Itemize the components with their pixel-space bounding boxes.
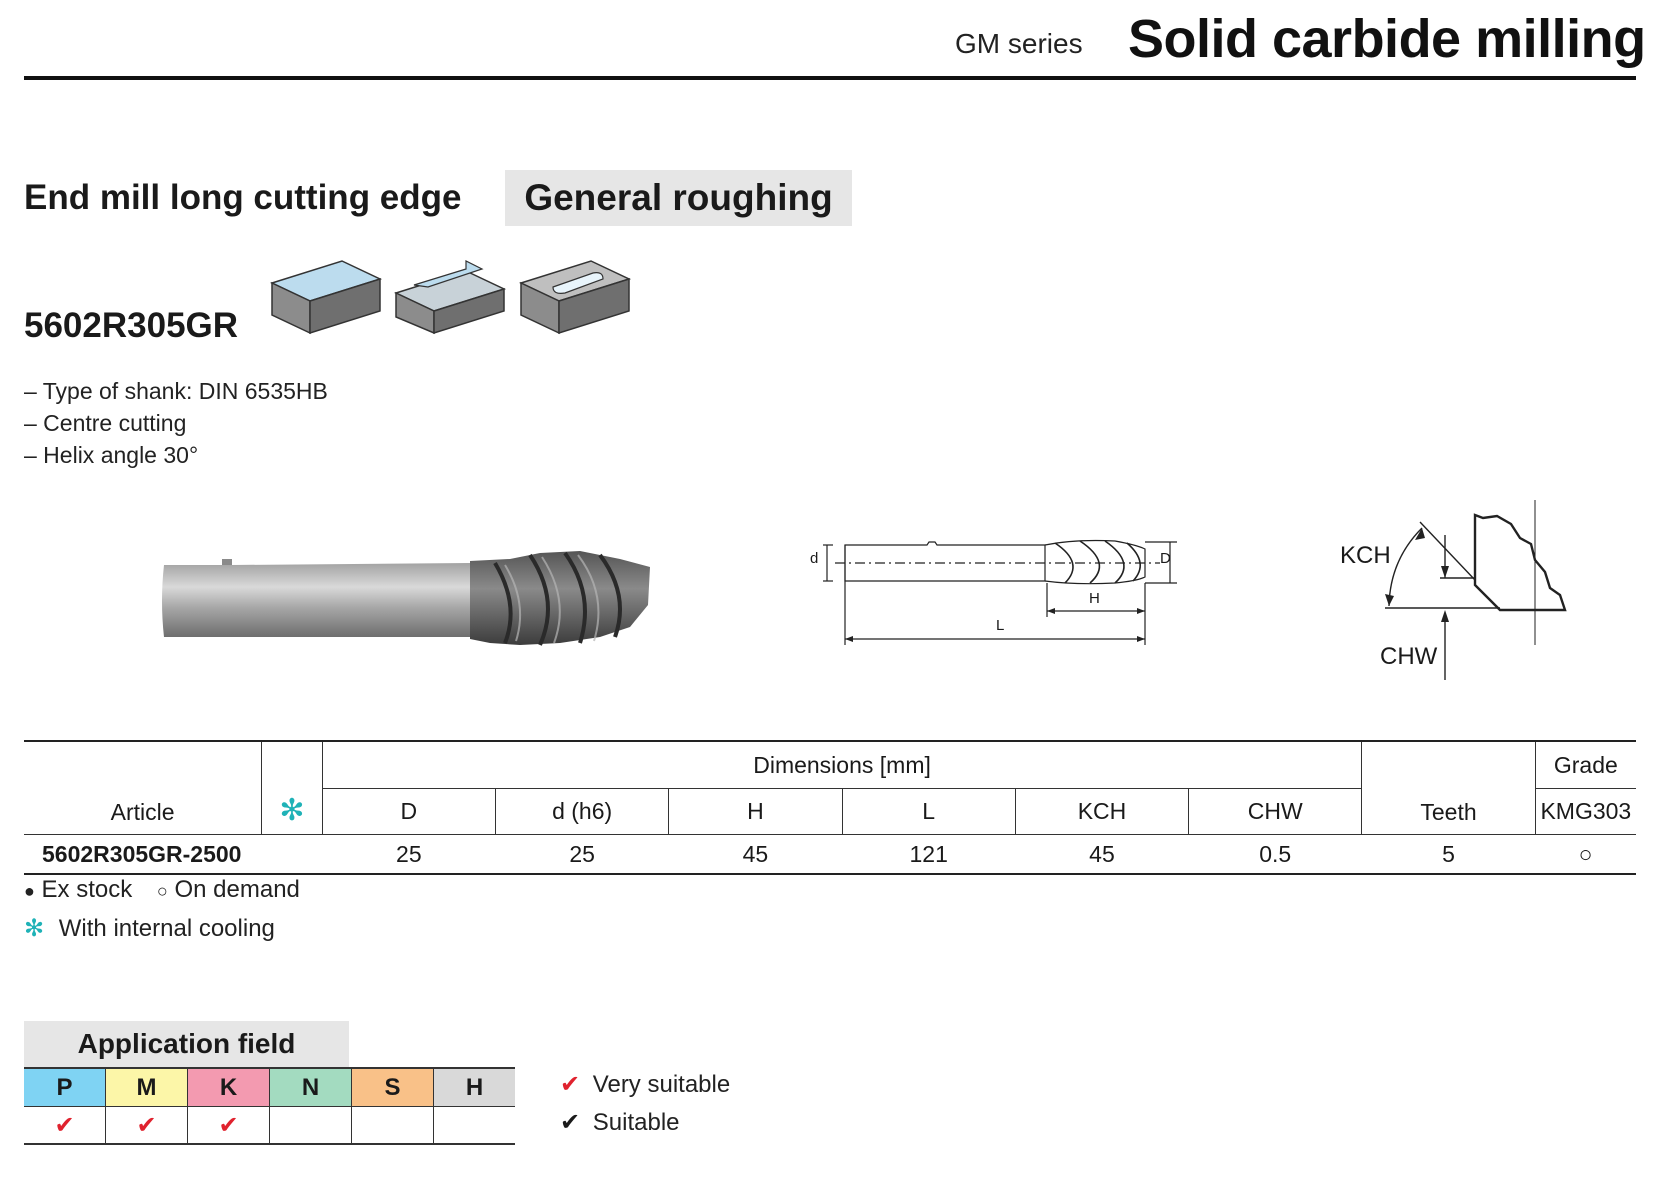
feature-centre-cutting: – Centre cutting — [24, 410, 187, 436]
table-row: 5602R305GR-2500 25 25 45 121 45 0.5 5 ○ — [24, 834, 1636, 875]
cell-CHW: 0.5 — [1188, 834, 1362, 875]
cell-teeth: 5 — [1361, 834, 1536, 875]
header-divider — [24, 76, 1636, 80]
dim-label-H: H — [1089, 590, 1100, 607]
header-grade-name: KMG303 — [1534, 788, 1636, 835]
header-col-d: d (h6) — [494, 788, 669, 835]
feature-shank: – Type of shank: DIN 6535HB — [24, 378, 328, 404]
cell-cooling — [261, 834, 323, 875]
cell-article: 5602R305GR-2500 — [24, 834, 262, 875]
check-icon: ✔ — [54, 1111, 75, 1139]
cell-D: 25 — [322, 834, 496, 875]
cell-d: 25 — [495, 834, 669, 875]
cell-H: 45 — [668, 834, 843, 875]
check-icon: ✔ — [560, 1071, 581, 1098]
dim-label-L: L — [996, 617, 1005, 634]
dim-label-CHW: CHW — [1380, 643, 1438, 670]
on-demand-label: On demand — [174, 876, 300, 903]
dim-label-KCH: KCH — [1340, 542, 1391, 569]
suitability-H — [433, 1106, 515, 1145]
suitability-N — [269, 1106, 352, 1145]
header-col-KCH: KCH — [1014, 788, 1189, 835]
on-demand-symbol: ○ — [156, 881, 168, 901]
material-group-N: N — [269, 1067, 352, 1107]
end-mill-photo — [162, 551, 650, 646]
material-group-S: S — [351, 1067, 434, 1107]
material-group-M: M — [105, 1067, 188, 1107]
header-col-L: L — [841, 788, 1016, 835]
check-icon: ✔ — [136, 1111, 157, 1139]
cooling-label: With internal cooling — [58, 915, 275, 942]
cooling-legend: ✻ With internal cooling — [24, 914, 275, 943]
dim-label-d: d — [810, 550, 819, 567]
header-col-H: H — [668, 788, 843, 835]
header-col-D: D — [321, 788, 496, 835]
application-field-table: P M K N S H ✔ ✔ ✔ — [24, 1067, 515, 1145]
product-subtitle: End mill long cutting edge — [24, 178, 462, 217]
category-badge: General roughing — [505, 170, 852, 226]
material-group-K: K — [187, 1067, 270, 1107]
suitable-legend: ✔ Suitable — [560, 1108, 680, 1137]
slot-milling-icon — [519, 260, 632, 335]
page-title: Solid carbide milling — [1128, 9, 1646, 69]
header-col-CHW: CHW — [1188, 788, 1362, 835]
material-group-P: P — [24, 1067, 106, 1107]
dimension-drawing — [823, 539, 1177, 645]
suitable-label: Suitable — [592, 1109, 680, 1136]
check-icon: ✔ — [218, 1111, 239, 1139]
cell-L: 121 — [842, 834, 1016, 875]
suitability-P: ✔ — [24, 1106, 106, 1145]
stock-legend: ● Ex stock ○ On demand — [24, 876, 300, 904]
cooling-icon: ✻ — [24, 915, 45, 942]
suitability-M: ✔ — [105, 1106, 188, 1145]
ex-stock-symbol: ● — [24, 881, 35, 901]
series-label: GM series — [955, 28, 1083, 59]
material-group-H: H — [433, 1067, 515, 1107]
check-icon: ✔ — [560, 1109, 581, 1136]
application-field-title: Application field — [24, 1021, 349, 1067]
article-code: 5602R305GR — [24, 306, 239, 345]
dim-label-D: D — [1160, 550, 1171, 567]
suitability-S — [351, 1106, 434, 1145]
cell-KCH: 45 — [1015, 834, 1189, 875]
header-cooling-icon: ✻ — [261, 740, 323, 835]
header-grade: Grade — [1534, 740, 1636, 789]
chamfer-detail-drawing — [1385, 500, 1567, 680]
spec-table: Article ✻ Dimensions [mm] Teeth Grade D … — [24, 740, 1636, 875]
suitability-K: ✔ — [187, 1106, 270, 1145]
very-suitable-label: Very suitable — [592, 1071, 731, 1098]
cell-grade: ○ — [1535, 834, 1636, 875]
header-dimensions: Dimensions [mm] — [321, 740, 1362, 789]
very-suitable-legend: ✔ Very suitable — [560, 1070, 730, 1099]
ex-stock-label: Ex stock — [41, 876, 133, 903]
header-article: Article — [24, 740, 262, 835]
face-milling-icon — [270, 260, 383, 335]
header-teeth: Teeth — [1361, 740, 1536, 835]
shoulder-milling-icon — [394, 260, 507, 335]
feature-helix-angle: – Helix angle 30° — [24, 442, 199, 468]
